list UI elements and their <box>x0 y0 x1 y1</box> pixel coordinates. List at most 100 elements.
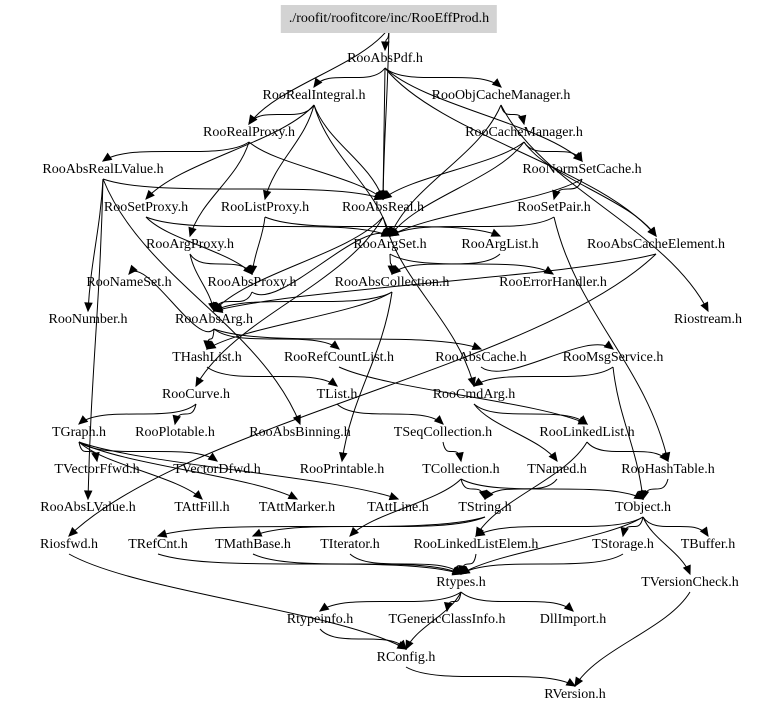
arrowhead-icon <box>552 189 561 201</box>
node-roo-msg-service[interactable]: RooMsgService.h <box>562 350 664 365</box>
edge-line <box>206 366 338 387</box>
node-tatt-fill[interactable]: TAttFill.h <box>174 500 230 515</box>
edge-RooCacheManager-to-RooArgSet <box>389 141 525 238</box>
arrowhead-icon <box>397 639 407 650</box>
node-tvector-dfwd[interactable]: TVectorDfwd.h <box>173 462 261 477</box>
node-roo-obj-cache-manager[interactable]: RooObjCacheManager.h <box>431 88 571 103</box>
node-tstorage[interactable]: TStorage.h <box>592 537 654 552</box>
node-roo-abs-pdf[interactable]: RooAbsPdf.h <box>347 51 423 66</box>
node-tgraph[interactable]: TGraph.h <box>51 425 107 440</box>
node-roo-set-proxy[interactable]: RooSetProxy.h <box>103 200 189 215</box>
arrowhead-icon <box>68 527 79 537</box>
arrowhead-icon <box>101 152 113 162</box>
node-roo-curve[interactable]: RooCurve.h <box>161 387 231 402</box>
node-roo-arg-list[interactable]: RooArgList.h <box>461 237 539 252</box>
node-roo-printable[interactable]: RooPrintable.h <box>299 462 385 477</box>
node-tcollection[interactable]: TCollection.h <box>422 462 500 477</box>
edge-line <box>384 67 583 162</box>
node-rversion[interactable]: RVersion.h <box>544 687 606 702</box>
node-roo-error-handler[interactable]: RooErrorHandler.h <box>499 275 607 290</box>
node-roo-name-set[interactable]: RooNameSet.h <box>86 275 172 290</box>
node-roo-hash-table[interactable]: RooHashTable.h <box>621 462 715 477</box>
node-tvector-ffwd[interactable]: TVectorFfwd.h <box>54 462 140 477</box>
edge-RooAbsArg-to-THashList <box>203 328 215 351</box>
node-titerator[interactable]: TIterator.h <box>320 537 380 552</box>
edge-line <box>389 216 555 237</box>
node-roo-cache-manager[interactable]: RooCacheManager.h <box>465 125 583 140</box>
node-roo-list-proxy[interactable]: RooListProxy.h <box>220 200 310 215</box>
node-roo-abs-real[interactable]: RooAbsReal.h <box>341 200 425 215</box>
node-rtypeinfo[interactable]: Rtypeinfo.h <box>286 612 354 627</box>
node-roo-abs-arg[interactable]: RooAbsArg.h <box>175 312 253 327</box>
node-tmath-base[interactable]: TMathBase.h <box>215 537 291 552</box>
arrowhead-icon <box>156 529 168 538</box>
node-roo-linked-list-elem[interactable]: RooLinkedListElem.h <box>413 537 539 552</box>
edge-RooCacheManager-to-RooAbsReal <box>382 141 525 200</box>
node-roo-abs-real-lvalue[interactable]: RooAbsRealLValue.h <box>42 162 164 177</box>
node-dll-import[interactable]: DllImport.h <box>539 612 607 627</box>
edge-line <box>213 328 482 350</box>
edge-line <box>384 67 502 88</box>
node-tatt-line[interactable]: TAttLine.h <box>367 500 429 515</box>
arrowhead-icon <box>455 451 464 463</box>
node-roo-plotable[interactable]: RooPlotable.h <box>135 425 215 440</box>
edge-line <box>349 553 462 575</box>
edge-line <box>574 591 691 687</box>
node-tbuffer[interactable]: TBuffer.h <box>680 537 736 552</box>
arrowhead-icon <box>548 451 558 463</box>
node-thash-list[interactable]: THashList.h <box>172 350 242 365</box>
edge-line <box>391 253 501 275</box>
edge-TObject-to-TVersionCheck <box>642 516 691 576</box>
arrowhead-icon <box>192 490 203 500</box>
node-tlist[interactable]: TList.h <box>316 387 358 402</box>
node-tversion-check[interactable]: TVersionCheck.h <box>641 575 739 590</box>
arrowhead-icon <box>471 342 483 351</box>
node-roo-ref-count-list[interactable]: RooRefCountList.h <box>283 350 395 365</box>
edge-line <box>389 104 502 237</box>
node-tnamed[interactable]: TNamed.h <box>527 462 587 477</box>
node-roo-abs-binning[interactable]: RooAbsBinning.h <box>249 425 351 440</box>
edge-line <box>389 141 525 237</box>
edge-line <box>68 553 407 650</box>
node-roo-arg-set[interactable]: RooArgSet.h <box>353 237 427 252</box>
arrowhead-icon <box>577 415 588 425</box>
arrowhead-icon <box>195 376 204 388</box>
arrowhead-icon <box>640 489 650 501</box>
edge-line <box>78 441 298 500</box>
edge-TGraph-to-TAttLine <box>78 441 400 501</box>
node-tatt-marker[interactable]: TAttMarker.h <box>258 500 336 515</box>
node-roo-number[interactable]: RooNumber.h <box>48 312 128 327</box>
arrowhead-icon <box>603 340 614 350</box>
node-roo-real-integral[interactable]: RooRealIntegral.h <box>262 88 366 103</box>
arrowhead-icon <box>318 602 330 612</box>
edge-line <box>642 478 669 500</box>
node-riosfwd[interactable]: Riosfwd.h <box>40 537 98 552</box>
node-riostream[interactable]: Riostream.h <box>673 312 743 327</box>
node-roo-abs-collection[interactable]: RooAbsCollection.h <box>334 275 450 290</box>
node-roo-abs-proxy[interactable]: RooAbsProxy.h <box>207 275 297 290</box>
node-roo-norm-set-cache[interactable]: RooNormSetCache.h <box>522 162 642 177</box>
node-tref-cnt[interactable]: TRefCnt.h <box>128 537 188 552</box>
node-tseq-collection[interactable]: TSeqCollection.h <box>393 425 493 440</box>
edge-line <box>248 27 390 125</box>
node-tobject[interactable]: TObject.h <box>614 500 672 515</box>
node-roo-real-proxy[interactable]: RooRealProxy.h <box>202 125 296 140</box>
node-tstring[interactable]: TString.h <box>458 500 512 515</box>
node-roo-abs-cache-element[interactable]: RooAbsCacheElement.h <box>586 237 726 252</box>
node-roo-abs-lvalue[interactable]: RooAbsLValue.h <box>40 500 136 515</box>
node-roo-cmd-arg[interactable]: RooCmdArg.h <box>432 387 516 402</box>
node-tgeneric-class-info[interactable]: TGenericClassInfo.h <box>388 612 506 627</box>
node-roo-set-pair[interactable]: RooSetPair.h <box>517 200 591 215</box>
root-node[interactable]: ./roofit/roofitcore/inc/RooEffProd.h <box>280 5 498 33</box>
edge-Rtypes-to-RConfig <box>405 591 462 651</box>
node-roo-arg-proxy[interactable]: RooArgProxy.h <box>146 237 234 252</box>
node-roo-linked-list[interactable]: RooLinkedList.h <box>539 425 635 440</box>
edge-TSeqCollection-to-TCollection <box>442 441 464 463</box>
edge-RooAbsPdf-to-RooObjCacheManager <box>384 67 502 88</box>
edge-RooRealIntegral-to-RooListProxy <box>263 104 315 201</box>
edge-RooHashTable-to-TObject <box>640 478 669 501</box>
node-rtypes[interactable]: Rtypes.h <box>436 575 486 590</box>
node-roo-abs-cache[interactable]: RooAbsCache.h <box>435 350 527 365</box>
edge-line <box>460 478 644 500</box>
node-rconfig[interactable]: RConfig.h <box>376 650 436 665</box>
